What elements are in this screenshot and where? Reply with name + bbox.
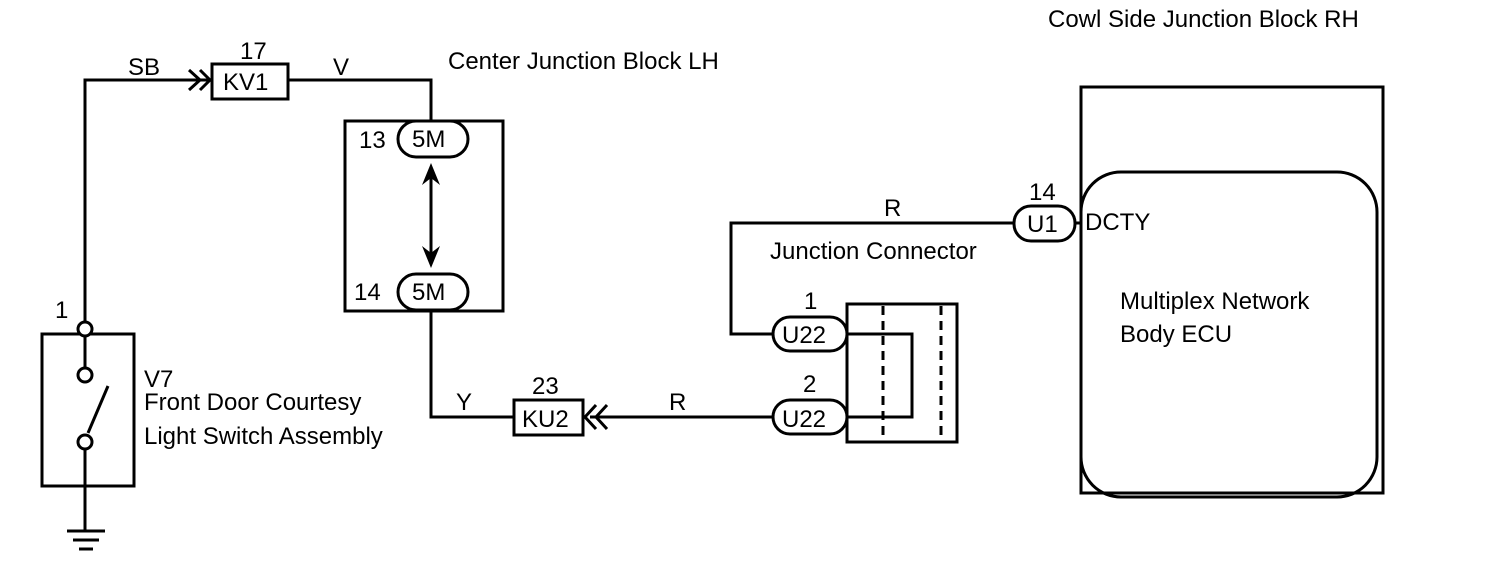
wire-color-v: V: [333, 54, 349, 81]
connector-5m-top: [396, 119, 470, 159]
cjb-bottom-label: 5M: [412, 279, 445, 306]
switch-name-line2: Light Switch Assembly: [144, 423, 383, 450]
connector-u22-top: [771, 315, 849, 353]
wire-v: [288, 78, 433, 121]
arrow-up-icon: [422, 163, 440, 185]
connector-u22-bottom: [771, 398, 849, 436]
switch-body: [40, 332, 136, 488]
ecu-terminal-label: DCTY: [1085, 209, 1150, 236]
u22-bottom-pin-number: 2: [803, 371, 816, 398]
multiplex-network-body-ecu: [1079, 170, 1379, 499]
cjb-top-pin-number: 13: [359, 127, 386, 154]
center-block-title: Center Junction Block LH: [448, 48, 719, 75]
switch-code: V7: [144, 366, 173, 393]
u22-bottom-label: U22: [782, 406, 826, 433]
u1-pin-number: 14: [1029, 179, 1056, 206]
wire-sb: [83, 78, 210, 329]
kv1-label: KV1: [223, 69, 268, 96]
wire-color-r-upper: R: [884, 195, 901, 222]
switch-blade: [86, 385, 110, 434]
cjb-bottom-pin-number: 14: [354, 279, 381, 306]
ecu-name-line1: Multiplex Network: [1120, 288, 1310, 315]
switch-pin-number: 1: [55, 297, 68, 324]
ku2-label: KU2: [522, 406, 569, 433]
connector-u1: [1012, 204, 1077, 243]
switch-terminal-pin1: [76, 320, 94, 338]
ecu-name-line2: Body ECU: [1120, 321, 1232, 348]
arrow-down-icon: [422, 246, 440, 268]
wire-color-y: Y: [456, 389, 472, 416]
junction-bus-bar: [847, 332, 914, 419]
arrow-connector-icon: [582, 403, 609, 431]
wire-color-sb: SB: [128, 54, 160, 81]
kv1-pin-number: 17: [240, 38, 267, 65]
wire-color-r-lower: R: [669, 389, 686, 416]
switch-contact-top: [76, 366, 94, 384]
switch-name-line1: Front Door Courtesy: [144, 389, 361, 416]
junction-connector-box: [845, 302, 959, 444]
wire-r-upper: [729, 221, 1014, 336]
ku2-pin-number: 23: [532, 373, 559, 400]
cowl-side-block-title: Cowl Side Junction Block RH: [1048, 6, 1359, 33]
junction-connector-title: Junction Connector: [770, 238, 977, 265]
arrow-connector-icon: [187, 68, 213, 92]
wire-y: [429, 310, 514, 419]
connector-ku2: [512, 398, 585, 437]
u22-top-pin-number: 1: [804, 288, 817, 315]
cjb-top-label: 5M: [412, 126, 445, 153]
ground-icon: [67, 529, 105, 551]
u1-label: U1: [1027, 211, 1058, 238]
connector-kv1: [210, 62, 290, 101]
u22-top-label: U22: [782, 322, 826, 349]
connector-5m-bottom: [396, 272, 470, 312]
switch-contact-bottom: [76, 433, 94, 451]
